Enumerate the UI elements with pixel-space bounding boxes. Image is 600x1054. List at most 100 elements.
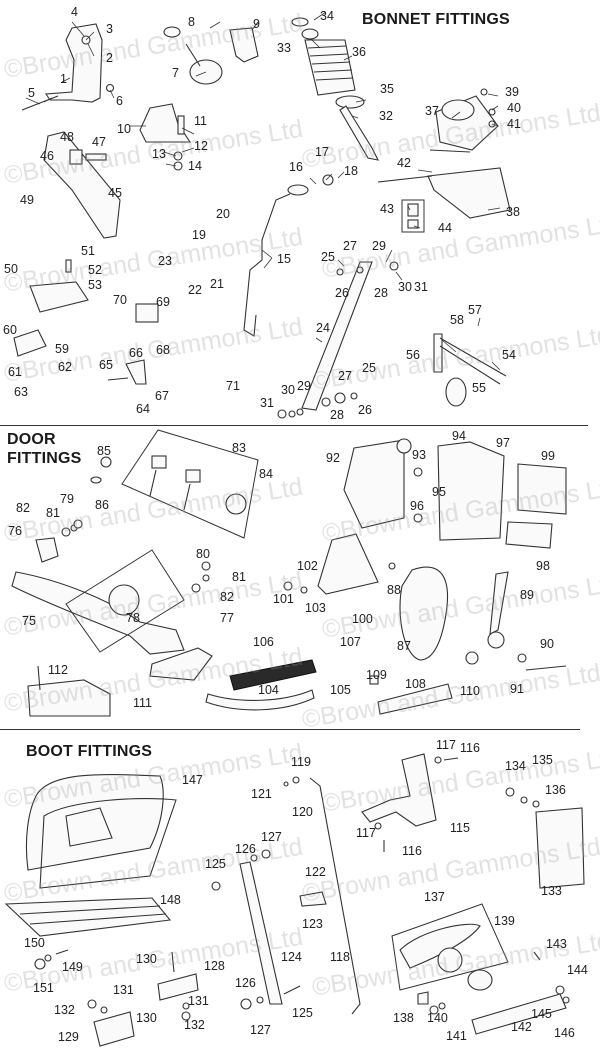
callout: 45 [108, 186, 122, 200]
callout: 11 [194, 114, 207, 128]
callout: 6 [116, 94, 123, 108]
callout: 99 [541, 449, 555, 463]
callout: 40 [507, 101, 521, 115]
callout: 134 [505, 759, 526, 773]
callout: 75 [22, 614, 36, 628]
callout: 36 [352, 45, 366, 59]
callout: 25 [362, 361, 376, 375]
bonnet-mounting-block [139, 103, 192, 171]
callout: 61 [8, 365, 22, 379]
callout: 138 [393, 1011, 414, 1025]
callout: 52 [88, 263, 102, 277]
callout: 26 [358, 403, 372, 417]
callout: 78 [126, 611, 140, 625]
callout: 132 [54, 1003, 75, 1017]
callout: 27 [338, 369, 352, 383]
callout: 44 [438, 221, 452, 235]
callout: 71 [226, 379, 240, 393]
callout: 129 [58, 1030, 79, 1044]
callout: 48 [60, 130, 74, 144]
callout: 146 [554, 1026, 575, 1040]
callout: 18 [344, 164, 358, 178]
callout: 31 [414, 280, 428, 294]
callout: 76 [8, 524, 22, 538]
callout: 122 [305, 865, 326, 879]
callout: 46 [40, 149, 54, 163]
bonnet-stay-rod [243, 174, 334, 337]
section-divider [0, 425, 588, 426]
callout: 100 [352, 612, 373, 626]
callout: 23 [158, 254, 172, 268]
callout: 82 [220, 590, 234, 604]
callout: 25 [321, 250, 335, 264]
door-pull-handles [27, 659, 453, 717]
callout: 92 [326, 451, 340, 465]
door-handle-assembly [11, 519, 213, 681]
callout: 94 [452, 429, 466, 443]
callout: 101 [273, 592, 294, 606]
callout: 27 [343, 239, 357, 253]
callout: 79 [60, 492, 74, 506]
section-divider [0, 729, 580, 730]
callout: 3 [106, 22, 113, 36]
callout: 43 [380, 202, 394, 216]
callout: 37 [425, 104, 439, 118]
callout: 127 [261, 830, 282, 844]
callout: 57 [468, 303, 482, 317]
callout: 104 [258, 683, 279, 697]
callout: 28 [374, 286, 388, 300]
callout: 81 [232, 570, 246, 584]
callout: 10 [117, 122, 131, 136]
callout: 143 [546, 937, 567, 951]
callout: 13 [152, 147, 166, 161]
callout: 67 [155, 389, 169, 403]
callout: 125 [292, 1006, 313, 1020]
callout: 5 [28, 86, 35, 100]
callout: 50 [4, 262, 18, 276]
callout: 90 [540, 637, 554, 651]
section-title-boot: BOOT FITTINGS [26, 743, 153, 760]
callout: 142 [511, 1020, 532, 1034]
callout: 35 [380, 82, 394, 96]
callout: 31 [260, 396, 274, 410]
callout: 111 [133, 696, 153, 710]
callout: 51 [81, 244, 95, 258]
callout: 93 [412, 448, 426, 462]
callout: 136 [545, 783, 566, 797]
callout: 19 [192, 228, 206, 242]
door-interior-handle [388, 562, 567, 671]
bonnet-spring-assembly [291, 17, 379, 161]
callout: 34 [320, 9, 334, 23]
callout: 15 [277, 252, 291, 266]
callout: 41 [507, 117, 521, 131]
callout: 116 [460, 741, 480, 755]
callout: 131 [113, 983, 134, 997]
callout: 82 [16, 501, 30, 515]
callout: 69 [156, 295, 170, 309]
callout: 133 [541, 884, 562, 898]
callout: 85 [97, 444, 111, 458]
callout: 14 [188, 159, 202, 173]
callout: 22 [188, 283, 202, 297]
boot-blocks [87, 951, 199, 1047]
bonnet-hinge-stand [433, 333, 507, 407]
callout: 54 [502, 348, 516, 362]
callout: 103 [305, 601, 326, 615]
boot-hinge [361, 753, 459, 852]
bonnet-hinge-bracket [21, 23, 115, 111]
callout: 120 [292, 805, 313, 819]
callout: 33 [277, 41, 291, 55]
callout: 124 [281, 950, 302, 964]
callout: 30 [281, 383, 295, 397]
callout: 2 [106, 51, 113, 65]
callout: 141 [446, 1029, 467, 1043]
callout: 130 [136, 952, 157, 966]
callout: 137 [424, 890, 445, 904]
callout: 128 [204, 959, 225, 973]
callout: 126 [235, 842, 256, 856]
callout: 83 [232, 441, 246, 455]
callout: 63 [14, 385, 28, 399]
callout: 84 [259, 467, 273, 481]
boot-lock-assembly [391, 903, 570, 1035]
